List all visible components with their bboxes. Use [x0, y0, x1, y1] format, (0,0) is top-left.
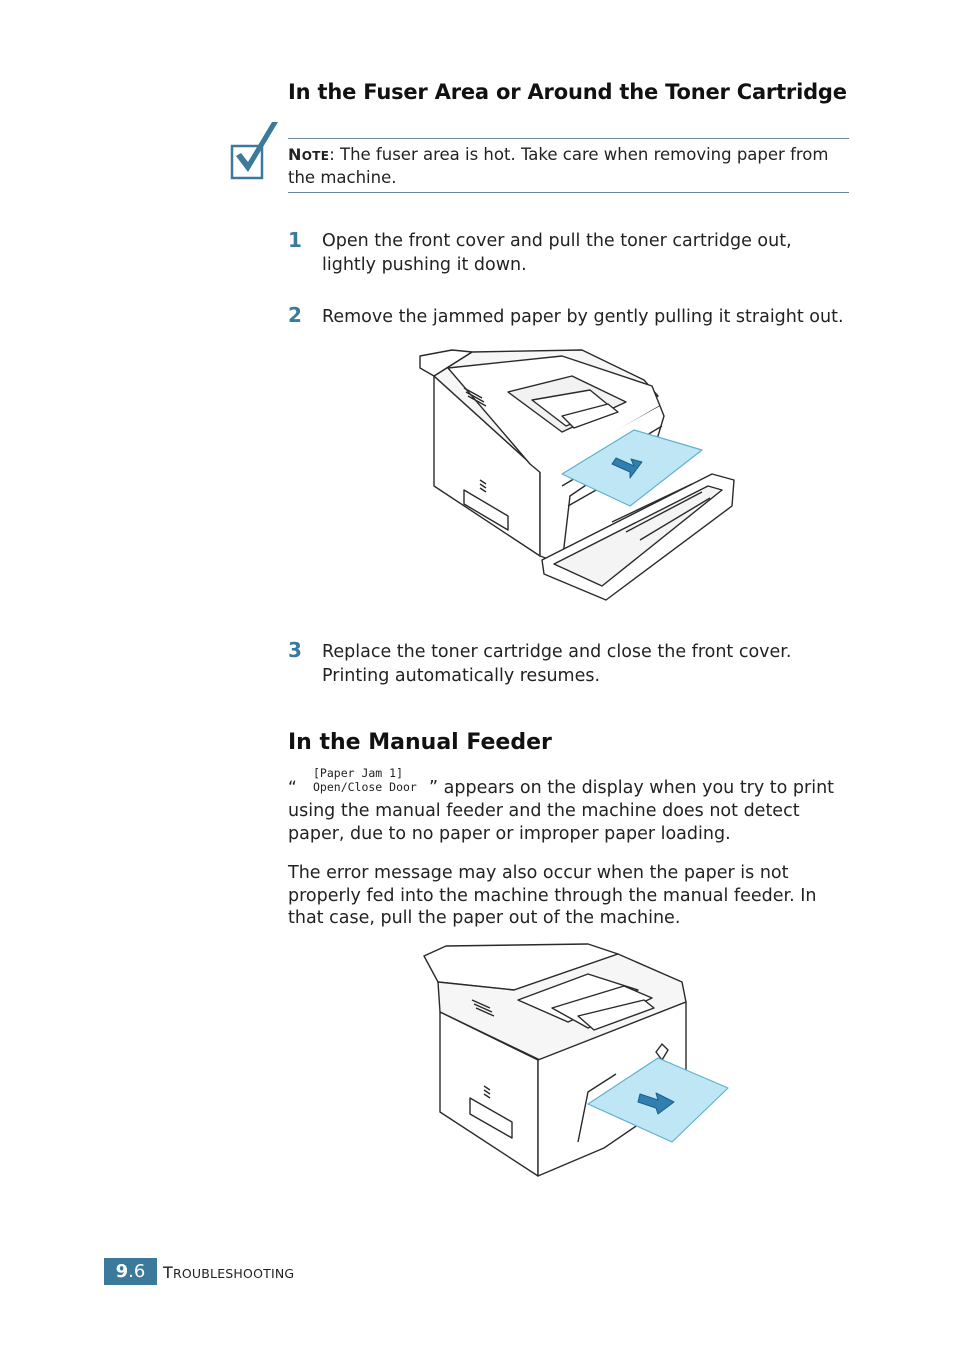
display-message: [Paper Jam 1] Open/Close Door — [313, 766, 417, 794]
section-heading-manual: In the Manual Feeder — [288, 730, 552, 755]
step-text: Remove the jammed paper by gently pullin… — [322, 305, 862, 329]
note-rule-bottom — [288, 192, 849, 193]
page-number: .6 — [128, 1261, 146, 1282]
step-number: 2 — [288, 303, 302, 327]
display-line: [Paper Jam 1] — [313, 766, 404, 780]
page-number-badge: 9.6 — [104, 1258, 157, 1285]
check-icon — [228, 120, 282, 184]
note-rule-top — [288, 138, 849, 139]
open-quote: “ — [288, 778, 297, 798]
step-line: Remove the jammed paper by gently pullin… — [322, 307, 844, 327]
step-number: 1 — [288, 228, 302, 252]
footer-chapter-title: TROUBLESHOOTING — [163, 1263, 295, 1282]
chapter-number: 9 — [115, 1261, 129, 1282]
step-number: 3 — [288, 638, 302, 662]
step-line: Open the front cover and pull the toner … — [322, 231, 792, 251]
step-text: Replace the toner cartridge and close th… — [322, 640, 862, 688]
step-line: Printing automatically resumes. — [322, 666, 601, 686]
paragraph: using the manual feeder and the machine … — [288, 801, 800, 844]
note-text: NOTE: The fuser area is hot. Take care w… — [288, 144, 853, 188]
note-label: NOTE — [288, 145, 330, 164]
note-body: : The fuser area is hot. Take care when … — [288, 145, 829, 187]
paragraph-line: ” appears on the display when you try to… — [429, 778, 835, 798]
display-line: Open/Close Door — [313, 780, 417, 794]
step-line: lightly pushing it down. — [322, 255, 527, 275]
section-heading-fuser: In the Fuser Area or Around the Toner Ca… — [288, 80, 847, 104]
paragraph: The error message may also occur when th… — [288, 863, 817, 928]
step-text: Open the front cover and pull the toner … — [322, 229, 862, 277]
step-line: Replace the toner cartridge and close th… — [322, 642, 792, 662]
printer-front-cover-illustration — [412, 346, 738, 606]
printer-manual-feeder-illustration — [418, 942, 734, 1180]
